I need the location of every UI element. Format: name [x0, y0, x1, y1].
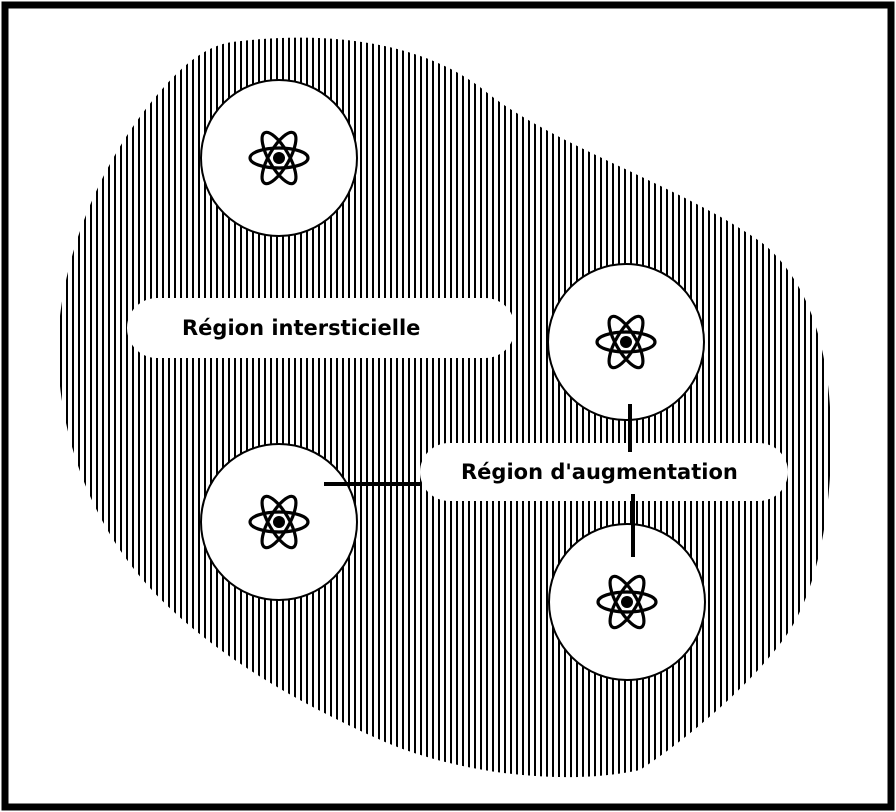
sphere-top-left — [200, 79, 358, 237]
label-augmentation-region: Région d'augmentation — [461, 460, 738, 484]
augmentation-label-bg — [420, 443, 788, 501]
sphere-bottom-left — [200, 443, 358, 601]
interstitial-label-bg — [127, 298, 515, 358]
label-interstitial-region: Région intersticielle — [182, 316, 420, 340]
sphere-right — [547, 263, 705, 421]
sphere-bottom-right — [548, 523, 706, 681]
